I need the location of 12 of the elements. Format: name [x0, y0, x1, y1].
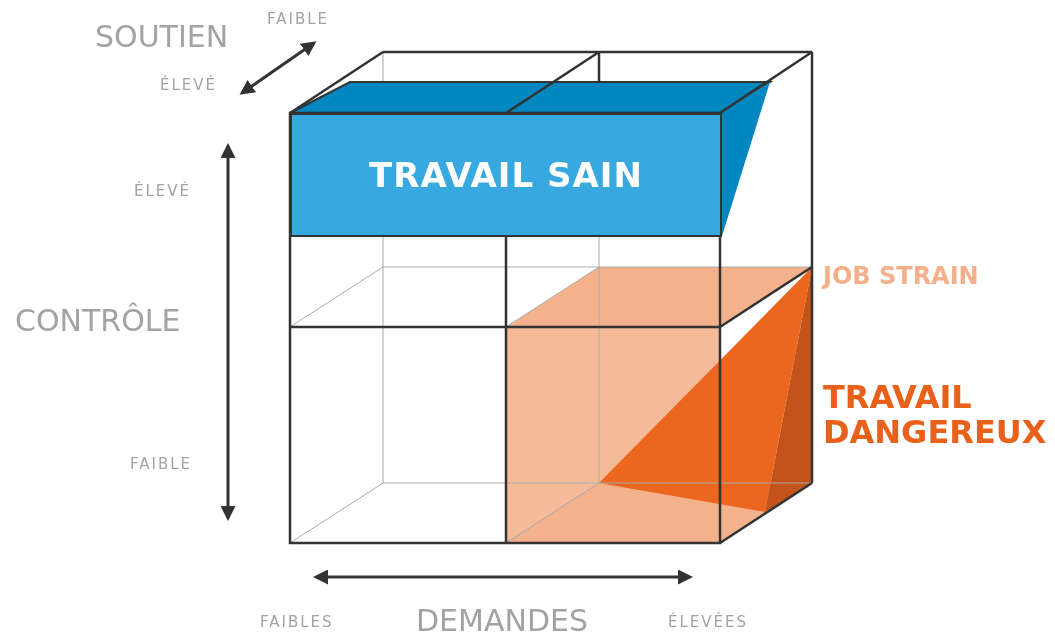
axis-end-label: ÉLEVÉES	[668, 614, 749, 631]
axis-end-label: ÉLEVÉ	[160, 77, 218, 94]
axis-title: CONTRÔLE	[15, 304, 181, 337]
healthy-work-block	[290, 113, 722, 237]
axis-end-label: FAIBLE	[267, 11, 330, 28]
axis-end-label: ÉLEVÉ	[134, 183, 192, 200]
block-title: TRAVAIL SAIN	[369, 155, 643, 195]
axis-end-label: FAIBLE	[130, 456, 193, 473]
axis-title: SOUTIEN	[95, 20, 229, 53]
region-label: JOB STRAIN	[823, 263, 979, 290]
axis-end-label: FAIBLES	[260, 614, 334, 631]
axis-title: DEMANDES	[416, 604, 588, 637]
